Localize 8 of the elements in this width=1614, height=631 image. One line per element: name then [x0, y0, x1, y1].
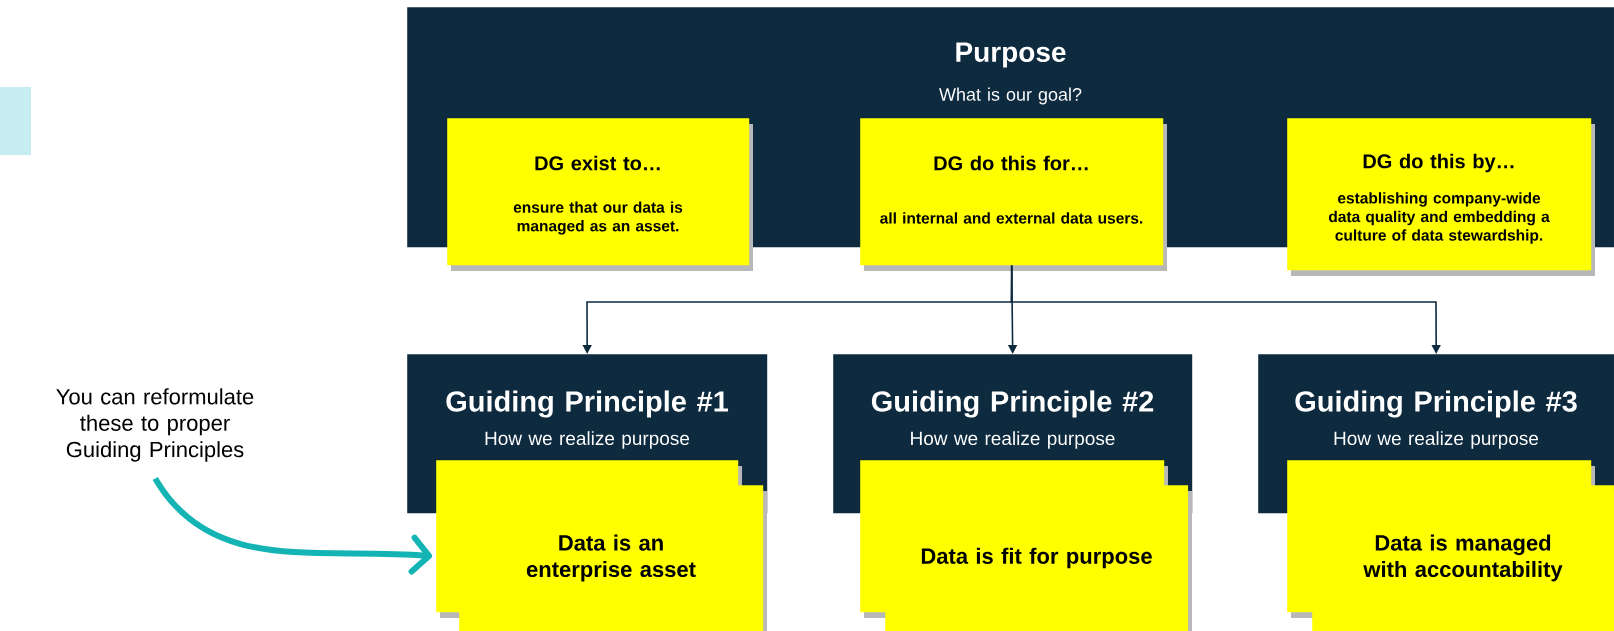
sticky-note: Data is managed with accountability — [1312, 485, 1614, 631]
sticky-note: Data is fit for purpose — [885, 485, 1192, 631]
sticky-note: DG do this by… establishing company-wide data quality and embedding a culture of data stewardship. — [1287, 118, 1595, 276]
sticky-note: Data is an enterprise asset — [459, 485, 767, 631]
arrow — [152, 476, 432, 575]
annotation-text: You can reformulate these to proper Guiding Principles — [56, 388, 254, 462]
sticky-note: DG exist to… ensure that our data is managed as an asset. — [447, 118, 753, 271]
sticky-note: DG do this for… all internal and external data users. — [860, 118, 1167, 271]
